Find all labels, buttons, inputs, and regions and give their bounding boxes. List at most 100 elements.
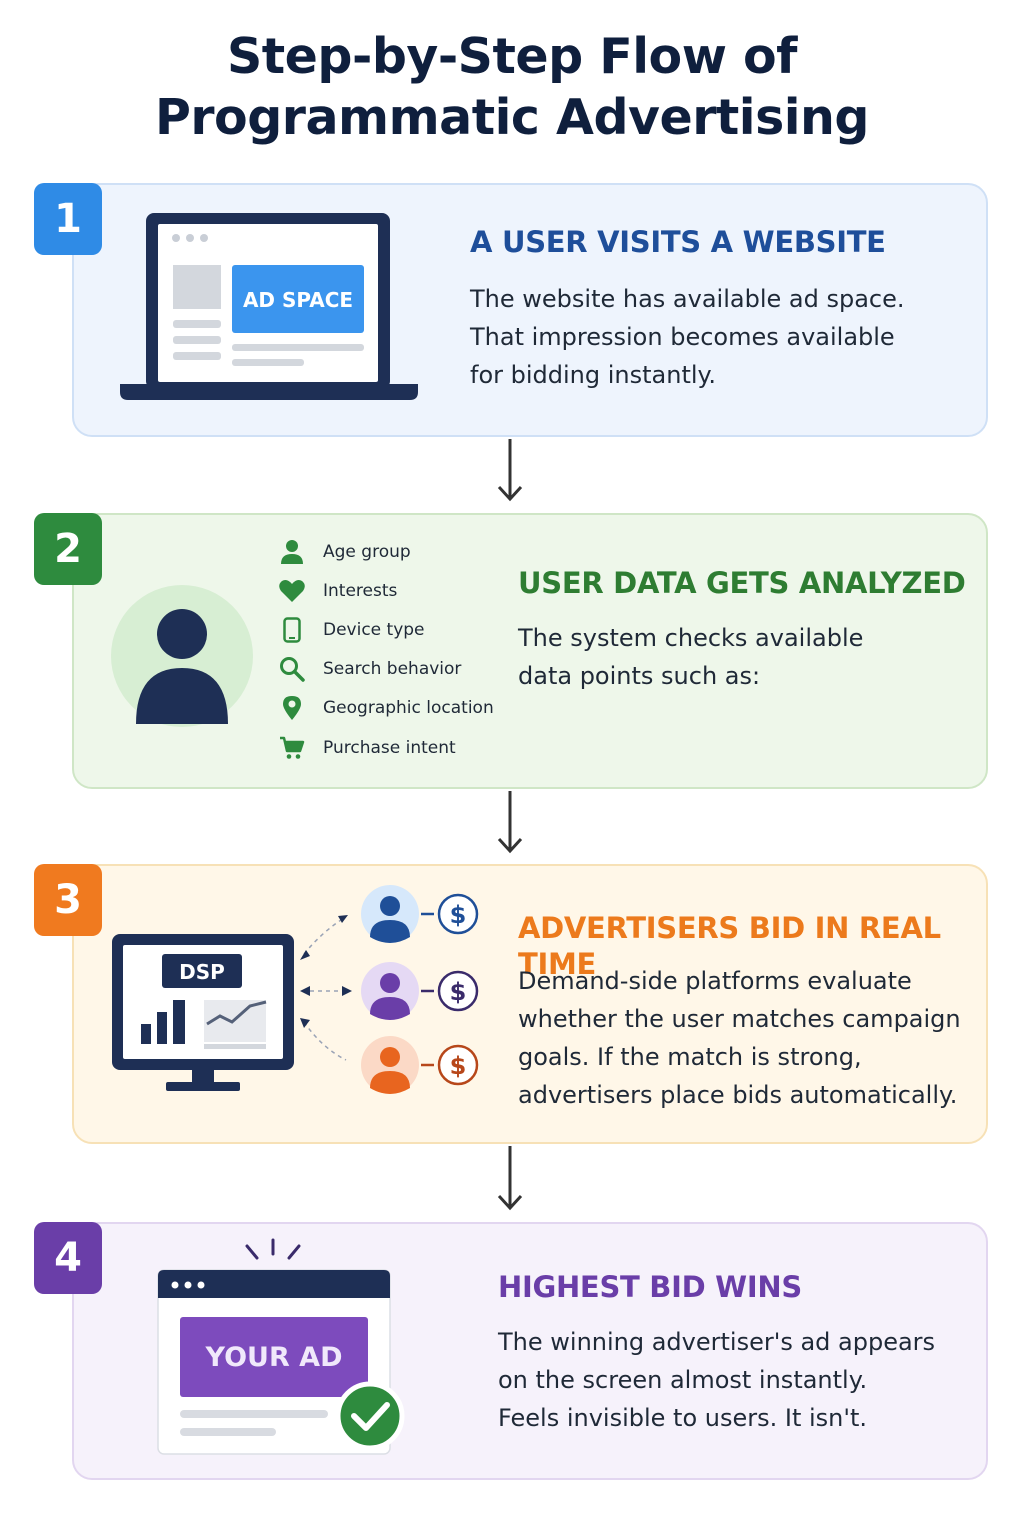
step-1-line-3: for bidding instantly. [470,361,716,389]
connector-1-arrow [338,915,348,923]
search-icon [278,655,306,683]
dsp-label: DSP [179,960,225,984]
monitor-icon: DSP [112,934,294,1091]
list-item: Purchase intent [278,728,494,767]
trend-line [206,1000,267,1026]
text-placeholder-1 [180,1410,328,1418]
arrow-down-icon [497,439,523,502]
list-item: Interests [278,571,494,610]
data-point-label: Search behavior [323,659,462,680]
browser-dot-1 [172,234,180,242]
browser-dot-2 [186,234,194,242]
data-point-label: Interests [323,580,398,601]
step-2-heading: USER DATA GETS ANALYZED [518,566,966,600]
advertiser-3-bid-icon [437,1044,479,1086]
your-ad-box [180,1317,368,1397]
chart-caption-line [204,1044,266,1049]
text-placeholder-5 [232,359,304,366]
page-title-line-1: Step-by-Step Flow of [226,28,798,85]
advertiser-1-avatar [361,885,419,943]
arrow-down-icon [497,1146,523,1211]
list-item: Device type [278,610,494,649]
monitor-foot [166,1082,240,1091]
data-point-label: Device type [323,619,425,640]
step-1-line-1: The website has available ad space. [470,285,905,313]
step-1-line-2: That impression becomes available [470,323,895,351]
browser-dot-1 [171,1281,179,1289]
page-title-line-2: Programmatic Advertising [154,89,870,146]
text-placeholder-4 [232,344,364,351]
step-4-heading: HIGHEST BID WINS [498,1270,802,1304]
step-2-number-badge: 2 [34,513,102,585]
connector-3-tail [300,1018,310,1028]
person-icon [278,538,306,566]
connector-2-tail [300,986,310,996]
step-3-line-2: whether the user matches campaign [518,1005,961,1033]
browser-dot-3 [197,1281,205,1289]
user-avatar-icon [111,585,253,727]
step-4-line-2: on the screen almost instantly. [498,1366,868,1394]
advertiser-1-bid-icon [437,893,479,935]
data-point-label: Geographic location [323,698,494,719]
page-title: Step-by-Step Flow of Programmatic Advert… [0,26,1024,148]
text-placeholder-3 [173,352,221,360]
sparkle-line-1 [245,1244,259,1260]
text-placeholder-2 [173,336,221,344]
step-4-line-3: Feels invisible to users. It isn't. [498,1404,868,1432]
connector-3 [303,1021,347,1061]
advertiser-2-bid-icon [437,970,479,1012]
list-item: Geographic location [278,689,494,728]
connector-1-tail [300,950,310,960]
laptop-base [120,384,418,400]
browser-dot-3 [200,234,208,242]
arrow-down-icon [497,791,523,854]
step-4-number-badge: 4 [34,1222,102,1294]
image-placeholder [173,265,221,309]
advertiser-1-bid-symbol: $ [450,901,467,929]
advertiser-3-avatar [361,1036,419,1094]
step-3-line-1: Demand-side platforms evaluate [518,967,912,995]
step-3-number-badge: 3 [34,864,102,936]
advertiser-3-bid-symbol: $ [450,1052,467,1080]
bid-connections: $ $ $ [300,885,479,1094]
your-ad-label: YOUR AD [205,1342,343,1373]
text-placeholder-1 [173,320,221,328]
bar-chart-bar-1 [141,1024,151,1044]
step-1-description: The website has available ad space. That… [470,280,904,394]
phone-icon [278,616,306,644]
step-2-line-1: The system checks available [518,624,864,652]
step-1-number-badge: 1 [34,183,102,255]
bar-chart-bar-3 [173,1000,185,1044]
browser-dot-2 [184,1281,192,1289]
ad-space-box [232,265,364,333]
checkmark-icon [335,1381,405,1451]
data-point-label: Age group [323,541,411,562]
step-3-line-4: advertisers place bids automatically. [518,1081,958,1109]
advertiser-2-bid-symbol: $ [450,978,467,1006]
step-3-description: Demand-side platforms evaluate whether t… [518,962,961,1114]
step-4-description: The winning advertiser's ad appears on t… [498,1323,935,1437]
step-1-heading: A USER VISITS A WEBSITE [470,225,886,259]
list-item: Age group [278,532,494,571]
monitor-stand [192,1070,214,1084]
laptop-icon: AD SPACE [120,213,418,400]
cart-icon [278,734,306,762]
text-placeholder-2 [180,1428,276,1436]
data-point-label: Purchase intent [323,737,456,758]
advertiser-2-avatar [361,962,419,1020]
step-4-line-1: The winning advertiser's ad appears [498,1328,936,1356]
browser-titlebar [158,1270,390,1298]
step-3-line-3: goals. If the match is strong, [518,1043,862,1071]
connector-2-arrow [342,986,352,996]
browser-window-icon: YOUR AD [157,1238,405,1455]
step-2-description: The system checks available data points … [518,619,863,695]
step-3-heading: ADVERTISERS BID IN REAL TIME [518,911,941,981]
connector-1 [303,917,345,955]
step-2-line-2: data points such as: [518,662,761,690]
ad-space-label: AD SPACE [243,288,353,312]
dsp-label-box [162,954,242,988]
heart-icon [278,577,306,605]
bar-chart-bar-2 [157,1012,167,1044]
data-points-list: Age group Interests Device type Search b… [278,532,494,767]
sparkle-line-3 [287,1244,301,1260]
